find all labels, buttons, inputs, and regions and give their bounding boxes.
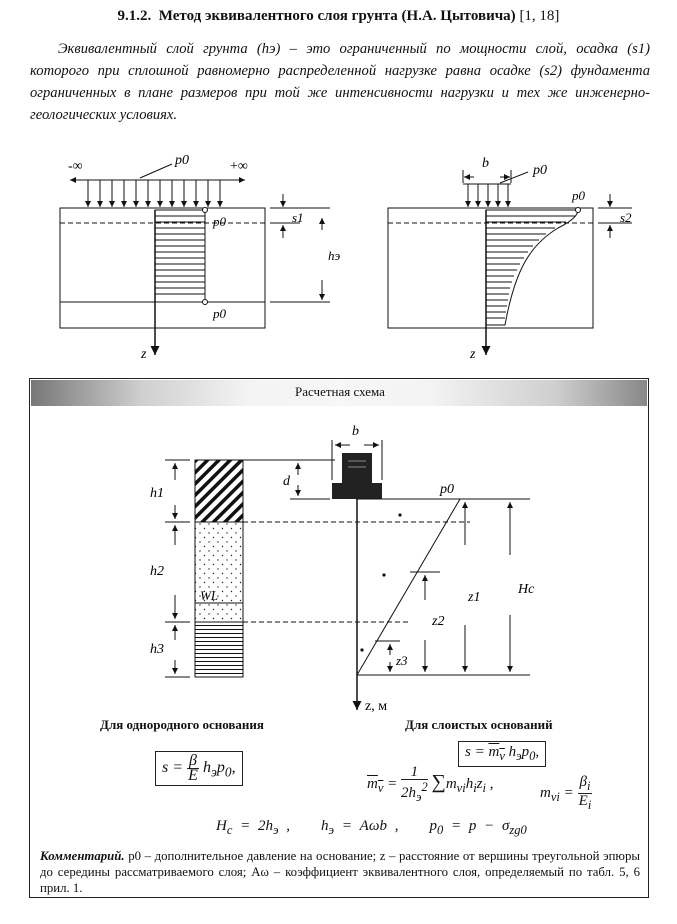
- depth-z2: z2: [431, 614, 444, 629]
- p0-bottom-left: p0: [212, 306, 227, 321]
- plus-infinity: +∞: [230, 159, 248, 174]
- section-refs: [1, 18]: [519, 8, 560, 24]
- load-p0-right: p0: [532, 163, 547, 178]
- scheme-p0: p0: [439, 482, 454, 497]
- scheme-title-band: [31, 380, 647, 406]
- label-homogeneous: Для однородного основания: [100, 717, 264, 732]
- settle-s1: s1: [292, 210, 304, 225]
- top-figures: -∞ +∞ p0 p0 p0 s1 hэ z: [59, 153, 632, 362]
- scheme-width-b: b: [352, 424, 359, 439]
- z-axis-left: z: [140, 347, 147, 362]
- load-p0: p0: [174, 153, 189, 168]
- compressible-depth-hc: Hc: [517, 582, 535, 597]
- formula-layered: s = mv hэp0,: [458, 741, 547, 767]
- depth-z1: z1: [467, 590, 480, 605]
- label-layered: Для слоистых оснований: [405, 717, 553, 732]
- settle-s2: s2: [620, 210, 632, 225]
- section-title: Метод эквивалентного слоя грунта (Н.А. Ц…: [158, 8, 516, 24]
- right-figure: b p0 p0 s2: [387, 156, 632, 362]
- comment: Комментарий. p0 – дополнительное давлени…: [40, 848, 640, 896]
- comment-lead: Комментарий.: [40, 849, 125, 863]
- layer-3-clay: [194, 621, 244, 678]
- layer-2-sand: [194, 521, 244, 623]
- section-number: 9.1.2.: [117, 8, 152, 24]
- scheme-frame: [29, 378, 649, 898]
- thickness-h1: h1: [150, 486, 164, 501]
- p0-top-left: p0: [212, 214, 227, 229]
- p0-top-right: p0: [571, 188, 586, 203]
- water-level: WL: [200, 588, 218, 603]
- foundation-footing: [332, 483, 382, 499]
- scheme-diagram: WL h1 h2 h3 b d p0 z1 z2 z3: [150, 424, 535, 714]
- section-heading: 9.1.2. Метод эквивалентного слоя грунта …: [0, 8, 677, 25]
- thickness-h2: h2: [150, 564, 164, 579]
- intro-paragraph: Эквивалентный слой грунта (hэ) – это огр…: [30, 41, 650, 123]
- thickness-h3: h3: [150, 642, 164, 657]
- width-b: b: [482, 156, 489, 171]
- minus-infinity: -∞: [68, 159, 83, 174]
- formula-relations: Hc = 2hэ , hэ = Aωb , p0 = p − σzg0: [216, 818, 527, 837]
- scheme-z-axis: z, м: [365, 699, 387, 714]
- z-axis-right: z: [469, 347, 476, 362]
- comment-text: p0 – дополнительное давление на основани…: [40, 849, 640, 895]
- layer-1-hatch: [194, 459, 244, 523]
- left-figure: -∞ +∞ p0 p0 p0 s1 hэ z: [59, 153, 341, 362]
- scheme-title: Расчетная схема: [295, 384, 385, 399]
- thickness-he: hэ: [328, 248, 341, 263]
- depth-d: d: [283, 474, 291, 489]
- foundation-column: [342, 453, 372, 483]
- depth-z3: z3: [395, 653, 408, 668]
